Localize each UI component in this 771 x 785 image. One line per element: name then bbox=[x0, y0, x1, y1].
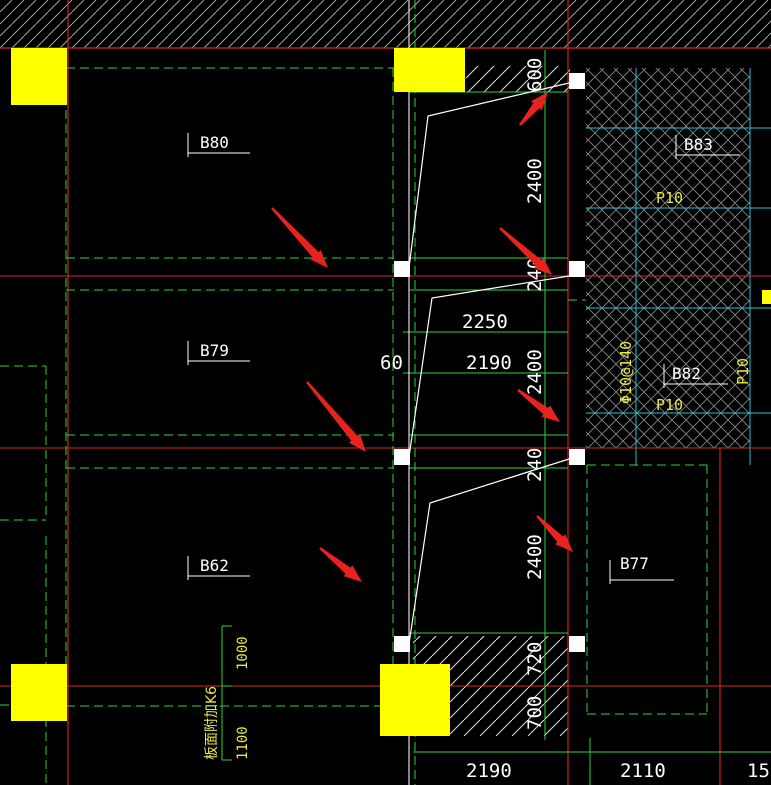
arrow-7 bbox=[536, 515, 573, 552]
top-wall-hatch bbox=[0, 0, 771, 49]
arrow-5 bbox=[517, 389, 560, 422]
slab-note-group: 1000 1100 板面附加K6 bbox=[204, 636, 251, 760]
dim-2250: 2250 bbox=[462, 311, 508, 333]
dim-1000: 1000 bbox=[235, 636, 251, 670]
dim-600: 600 bbox=[524, 58, 546, 92]
rebar-label-p10-vert: P10 bbox=[734, 358, 752, 385]
column bbox=[394, 48, 465, 92]
column bbox=[762, 290, 771, 304]
rebar-labels: P10 P10 P10 Φ10@140 bbox=[617, 189, 752, 414]
arrow-6 bbox=[319, 547, 362, 582]
dim-700: 700 bbox=[524, 696, 546, 730]
post bbox=[394, 261, 410, 277]
slab-label-b83: B83 bbox=[684, 135, 713, 154]
beam-outlines bbox=[0, 0, 708, 785]
slab-label-b82: B82 bbox=[672, 364, 701, 383]
dim-2190-mid: 2190 bbox=[466, 352, 512, 374]
rebar-label-p10-top: P10 bbox=[656, 189, 683, 207]
slab-label-ticks bbox=[187, 133, 740, 584]
column bbox=[380, 664, 450, 736]
slab-label-b80: B80 bbox=[200, 133, 229, 152]
post bbox=[569, 261, 585, 277]
post bbox=[569, 636, 585, 652]
slab-note: 板面附加K6 bbox=[204, 686, 220, 760]
bottom-landing-hatch bbox=[413, 66, 570, 736]
post bbox=[569, 73, 585, 89]
post bbox=[569, 449, 585, 465]
dim-60: 60 bbox=[380, 352, 403, 374]
columns bbox=[11, 48, 771, 736]
dim-2110-bot: 2110 bbox=[620, 760, 666, 782]
rebar-label-p10-mid: P10 bbox=[656, 396, 683, 414]
arrow-2 bbox=[271, 207, 328, 268]
dim-2400-b: 2400 bbox=[524, 349, 546, 395]
dim-2190-bot: 2190 bbox=[466, 760, 512, 782]
hatched-slab-region bbox=[586, 68, 771, 465]
dim-2400-c: 2400 bbox=[524, 534, 546, 580]
column bbox=[11, 664, 67, 721]
annotation-arrows bbox=[271, 92, 573, 582]
dim-240-b: 240 bbox=[524, 448, 546, 482]
arrow-3 bbox=[499, 227, 552, 275]
arrow-4 bbox=[306, 381, 366, 452]
post bbox=[394, 636, 410, 652]
rebar-label-phi10: Φ10@140 bbox=[617, 341, 635, 404]
post bbox=[394, 449, 410, 465]
dim-1100: 1100 bbox=[235, 726, 251, 760]
stair-guides bbox=[221, 50, 771, 785]
dim-2400-a: 2400 bbox=[524, 158, 546, 204]
slab-label-b79: B79 bbox=[200, 341, 229, 360]
stair-lines bbox=[408, 0, 570, 785]
arrow-1 bbox=[519, 92, 548, 126]
column bbox=[11, 48, 67, 105]
dimension-texts: 600 2400 240 2250 2190 60 2400 240 2400 … bbox=[380, 58, 770, 782]
slab-label-b77: B77 bbox=[620, 554, 649, 573]
posts bbox=[394, 73, 585, 652]
dim-720: 720 bbox=[524, 642, 546, 676]
dim-15: 15 bbox=[747, 760, 770, 782]
slab-labels: B80 B79 B62 B83 B82 B77 bbox=[200, 133, 713, 575]
slab-label-b62: B62 bbox=[200, 556, 229, 575]
